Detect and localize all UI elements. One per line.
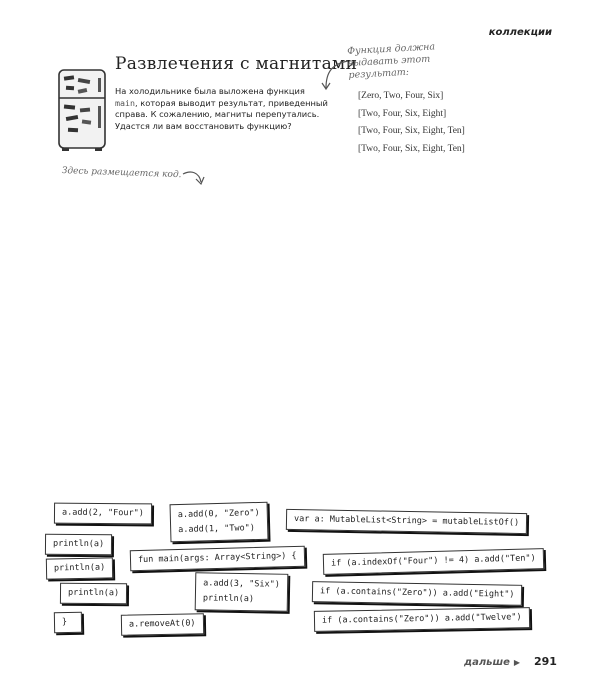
code-magnet-line: a.add(1, "Two")	[178, 523, 256, 536]
output-line: [Zero, Two, Four, Six]	[358, 91, 444, 101]
next-label: дальше	[464, 657, 510, 668]
section-title: Развлечения с магнитами	[115, 54, 358, 74]
intro-code: main	[115, 97, 135, 108]
intro-after: , которая выводит результат, приведенный…	[115, 97, 328, 131]
code-magnet[interactable]: println(a)	[45, 557, 114, 580]
output-note: Функция должна выдавать этот результат:	[347, 41, 436, 81]
code-magnet[interactable]: var a: MutableList<String> = mutableList…	[285, 508, 528, 535]
page-number: 291	[534, 655, 557, 668]
code-magnet[interactable]: a.add(2, "Four")	[53, 502, 152, 525]
code-magnet[interactable]: if (a.contains("Zero")) a.add("Eight")	[311, 581, 523, 606]
arrow-icon	[321, 60, 349, 91]
output-line: [Two, Four, Six, Eight, Ten]	[358, 143, 465, 154]
code-magnet-line: a.add(3, "Six")	[203, 578, 280, 590]
intro-text: На холодильнике была выложена функция ma…	[115, 86, 330, 132]
code-magnet[interactable]: a.removeAt(0)	[120, 613, 204, 636]
code-magnet[interactable]: if (a.contains("Zero")) a.add("Twelve")	[313, 607, 530, 632]
code-magnet[interactable]: println(a)	[44, 533, 113, 556]
code-area-note: Здесь размещается код.	[61, 166, 182, 181]
triangle-right-icon: ▶	[513, 658, 521, 667]
code-magnet[interactable]: if (a.indexOf("Four") != 4) a.add("Ten")	[322, 548, 544, 575]
output-line: [Two, Four, Six, Eight, Ten]	[358, 126, 465, 136]
code-magnet[interactable]: fun main(args: Array<String>) {	[129, 545, 305, 572]
code-magnet[interactable]: println(a)	[59, 582, 128, 605]
expected-output: [Zero, Two, Four, Six] [Two, Four, Six, …	[358, 88, 465, 158]
code-magnet[interactable]: a.add(0, "Zero")a.add(1, "Two")	[169, 501, 269, 543]
chapter-title: коллекции	[488, 27, 552, 38]
code-magnet-line: println(a)	[202, 593, 255, 605]
code-magnet[interactable]: a.add(3, "Six") println(a)	[194, 572, 289, 612]
intro-before: На холодильнике была выложена функция	[115, 86, 305, 96]
next-page-link[interactable]: дальше▶	[464, 657, 520, 668]
fridge-icon	[58, 69, 106, 151]
output-line: [Two, Four, Six, Eight]	[358, 108, 447, 119]
code-magnet[interactable]: }	[53, 611, 83, 634]
arrow-icon	[182, 171, 205, 186]
